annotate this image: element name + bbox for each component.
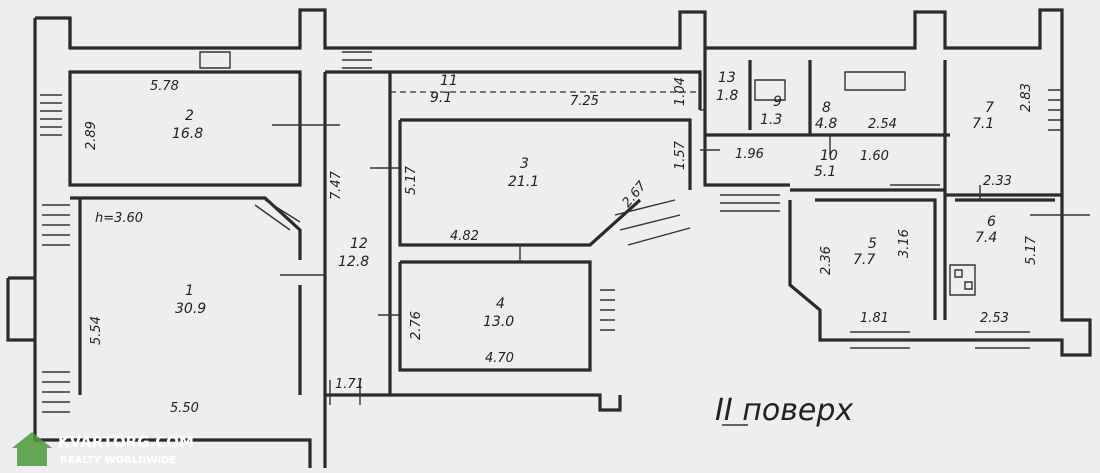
dim-label: 2.89 xyxy=(84,121,99,150)
dim-label: 7.25 xyxy=(570,94,599,109)
dim-label: 7.47 xyxy=(329,170,344,200)
room-5-area: 7.7 xyxy=(853,252,875,268)
room-7-area: 7.1 xyxy=(972,116,994,132)
room-12-id: 12 xyxy=(350,236,368,252)
watermark-brand: KVARTORG.COM xyxy=(58,433,194,451)
dim-label: 4.82 xyxy=(450,229,479,244)
room-1-area: 30.9 xyxy=(175,301,206,317)
dim-label: 3.16 xyxy=(897,229,912,258)
room-9-id: 9 xyxy=(773,94,782,110)
dim-label: 2.54 xyxy=(868,117,897,132)
outer-walls xyxy=(6,8,1092,468)
windows xyxy=(40,51,1062,413)
dim-label: 5.78 xyxy=(150,79,179,94)
room-10-id: 10 xyxy=(820,148,838,164)
room-8-area: 4.8 xyxy=(815,116,837,132)
watermark: KVARTORG.COM REALTY WORLDWIDE xyxy=(12,432,194,466)
doors xyxy=(254,71,1090,405)
floor-label: II поверх xyxy=(715,393,853,428)
room-11-id: 11 xyxy=(440,73,458,89)
room-3-id: 3 xyxy=(520,156,529,172)
room-13-id: 13 xyxy=(718,70,736,86)
dim-label: 5.54 xyxy=(89,316,104,345)
dim-label: 2.53 xyxy=(980,311,1009,326)
dim-label: 1.81 xyxy=(860,311,889,326)
dim-label: 2.36 xyxy=(819,246,834,275)
dim-label: 2.67 xyxy=(620,178,651,210)
room-7-id: 7 xyxy=(985,100,994,116)
room-8-id: 8 xyxy=(822,100,831,116)
interior-walls xyxy=(68,48,1062,395)
dim-label: 2.33 xyxy=(983,174,1012,189)
ceiling-height: h=3.60 xyxy=(95,211,143,226)
room-11-area: 9.1 xyxy=(430,90,452,106)
room-3-area: 21.1 xyxy=(508,174,539,190)
dim-label: 4.70 xyxy=(485,351,514,366)
room-4-id: 4 xyxy=(496,296,505,312)
dim-label: 1.96 xyxy=(735,147,764,162)
dim-label: 5.17 xyxy=(1024,235,1039,265)
dim-label: 1.71 xyxy=(335,377,364,392)
dim-label: 2.83 xyxy=(1019,83,1034,112)
house-logo-icon xyxy=(12,432,52,466)
dim-label: 5.50 xyxy=(170,401,199,416)
watermark-tagline: REALTY WORLDWIDE xyxy=(60,455,176,466)
dim-label: 1.60 xyxy=(860,149,889,164)
room-6-id: 6 xyxy=(987,214,996,230)
dim-label: 1.04 xyxy=(673,77,688,106)
room-1-id: 1 xyxy=(185,283,194,299)
room-6-area: 7.4 xyxy=(975,230,997,246)
room-10-area: 5.1 xyxy=(814,164,836,180)
dim-label: 2.76 xyxy=(409,311,424,340)
room-5-id: 5 xyxy=(868,236,877,252)
room-2-id: 2 xyxy=(185,108,194,124)
room-13-area: 1.8 xyxy=(716,88,738,104)
room-9-area: 1.3 xyxy=(760,112,782,128)
dim-label: 5.17 xyxy=(404,165,419,195)
dim-label: 1.57 xyxy=(673,140,688,170)
room-12-area: 12.8 xyxy=(338,254,369,270)
room-4-area: 13.0 xyxy=(483,314,514,330)
room-2-area: 16.8 xyxy=(172,126,203,142)
